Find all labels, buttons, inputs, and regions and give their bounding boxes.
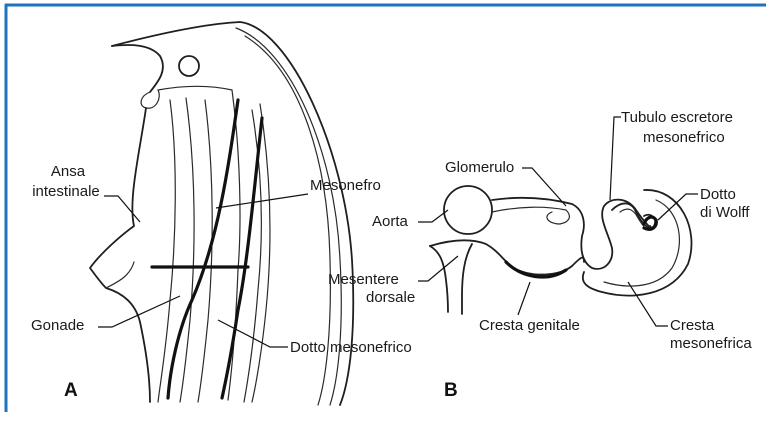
panel-letter-b: B [444,380,458,401]
label-ansa-line2: intestinale [32,183,100,200]
label-tubulo-line1: Tubulo escretore [621,109,733,126]
panel-b-labels: Glomerulo Tubulo escretore mesonefrico D… [328,109,752,401]
aorta-circle-b [444,186,492,234]
label-mesonefro: Mesonefro [310,177,381,194]
intestinal-loop-contour [90,108,150,402]
mesonephros-outer-left [158,86,240,400]
leader-ansa [104,196,140,222]
mesonephric-crest-outer [583,190,692,296]
leader-mesonefro [216,194,308,208]
leader-dotto [658,194,698,220]
label-cresta-genitale: Cresta genitale [479,317,580,334]
aorta-circle-a [179,56,199,76]
dorsal-mesentery-right [462,244,472,314]
label-aorta: Aorta [372,213,409,230]
mesonephros-strand-2 [180,98,194,402]
panel-b-drawing [430,186,691,314]
label-glomerulo: Glomerulo [445,159,514,176]
tubule-loop [612,203,655,228]
label-cresta-meso-line1: Cresta [670,317,715,334]
leader-mesentere [418,256,458,281]
leader-glomerulo [522,168,566,206]
label-mesentere-line2: dorsale [366,289,415,306]
lower-contour [430,240,584,274]
panel-letter-a: A [64,380,78,401]
leader-tubulo [610,117,621,200]
label-dotto-line1: Dotto [700,186,736,203]
dorsal-mesentery-left [430,246,448,312]
label-ansa-line1: Ansa [51,163,86,180]
label-dotto-line2: di Wolff [700,204,750,221]
glomerulus-vessel [492,207,569,224]
label-gonade: Gonade [31,317,84,334]
label-dotto-mesonefrico: Dotto mesonefrico [290,339,412,356]
label-tubulo-line2: mesonefrico [643,129,725,146]
mesonephric-crest-inner [604,200,679,286]
intestinal-loop-inner [106,262,134,288]
upper-notch [112,45,163,92]
label-cresta-meso-line2: mesonefrica [670,335,752,352]
label-mesentere-line1: Mesentere [328,271,399,288]
mesonephric-duct-bold-left [168,100,238,398]
leader-cresta-genitale [518,282,530,315]
